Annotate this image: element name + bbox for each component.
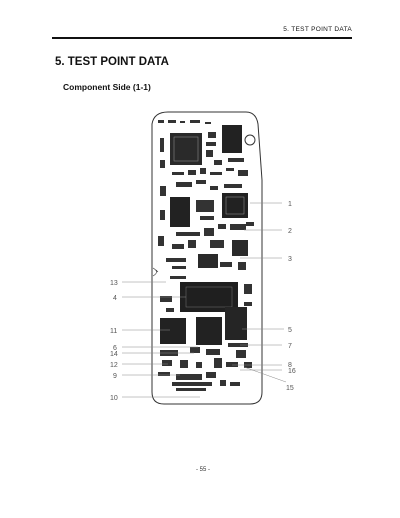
test-point-label: 2 bbox=[288, 228, 292, 235]
test-point-label: 16 bbox=[288, 368, 296, 375]
crystal-icon bbox=[244, 134, 256, 146]
component-cluster bbox=[158, 120, 254, 391]
test-point-label: 8 bbox=[288, 362, 292, 369]
section-subtitle: Component Side (1-1) bbox=[63, 82, 151, 92]
ic-chip bbox=[232, 240, 248, 256]
ic-chip bbox=[170, 197, 190, 227]
ic-chip bbox=[225, 307, 247, 340]
page-title: 5. TEST POINT DATA bbox=[55, 56, 169, 68]
test-point-label: 14 bbox=[110, 351, 118, 358]
test-point-label: 12 bbox=[110, 362, 118, 369]
running-header: 5. TEST POINT DATA bbox=[283, 26, 352, 33]
ic-chip bbox=[198, 254, 218, 268]
test-point-label: 6 bbox=[113, 345, 117, 352]
ic-chip bbox=[222, 125, 242, 153]
test-point-label: 9 bbox=[113, 373, 117, 380]
test-point-label: 5 bbox=[288, 327, 292, 334]
test-point-label: 7 bbox=[288, 343, 292, 350]
test-point-label: 1 bbox=[288, 201, 292, 208]
page-number: - 55 - bbox=[196, 467, 211, 473]
test-point-label: 13 bbox=[110, 280, 118, 287]
test-point-label: 15 bbox=[286, 385, 294, 392]
test-point-label: 11 bbox=[110, 328, 117, 335]
ic-chip bbox=[170, 133, 202, 165]
test-point-label: 4 bbox=[113, 295, 117, 302]
test-point-label: 3 bbox=[288, 256, 292, 263]
ic-chip bbox=[196, 317, 222, 345]
board-outline bbox=[151, 111, 263, 405]
header-rule bbox=[52, 37, 352, 39]
test-point-label: 10 bbox=[110, 395, 118, 402]
ic-chip bbox=[160, 318, 186, 344]
